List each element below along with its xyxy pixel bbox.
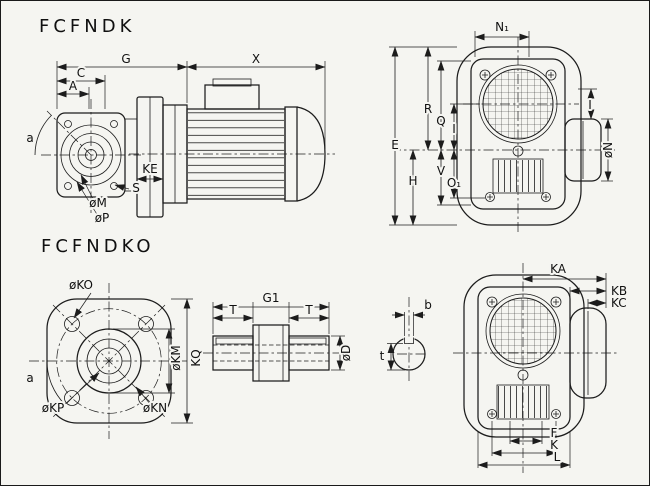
dim-label-k: K	[550, 438, 559, 452]
dim-label-i-right: I	[588, 98, 592, 112]
dim-label-d: øD	[339, 345, 353, 362]
dim-label-kp: øKP	[42, 401, 64, 415]
dim-label-m: øM	[89, 196, 107, 210]
dim-label-g1: G1	[263, 291, 280, 305]
fcfndk-side-view: G X C A a KE S øM øP	[24, 50, 335, 227]
fan-guard-2	[489, 297, 557, 365]
dim-label-n1: N₁	[495, 20, 509, 34]
dim-label-ka: KA	[550, 262, 567, 276]
dim-label-t-right: T	[304, 303, 313, 317]
output-boss	[564, 118, 602, 182]
fcfndko-key-section-view: b t	[378, 296, 434, 383]
cooling-ribs-2	[496, 384, 550, 420]
dim-label-ko: øKO	[69, 278, 93, 292]
terminal-box	[204, 84, 260, 110]
dim-label-x: X	[252, 52, 260, 66]
fcfndko-shaft-view: G1 T T øD	[203, 289, 355, 382]
dim-label-q: Q	[436, 114, 445, 128]
dim-label-i-left: I	[452, 122, 456, 136]
cooling-ribs	[492, 158, 544, 194]
dim-label-km: øKM	[169, 345, 183, 371]
housing-outline-2	[463, 274, 585, 438]
dim-label-kc: KC	[611, 296, 627, 310]
dim-label-kn: øKN	[143, 401, 167, 415]
dim-label-kq: KQ	[189, 349, 203, 366]
dim-label-g: G	[121, 52, 130, 66]
dim-label-e: E	[391, 138, 399, 152]
dim-label-n: øN	[601, 142, 615, 158]
shaft-hub	[252, 324, 290, 382]
dim-label-h: H	[408, 174, 417, 188]
dim-label-v: V	[437, 164, 446, 178]
fcfndko-front-view: KA KB KC F K L	[453, 260, 629, 473]
dim-label-t-left: T	[228, 303, 237, 317]
dim-label-t: t	[380, 349, 385, 363]
dim-label-ke: KE	[142, 162, 157, 176]
dim-label-angle2: a	[26, 371, 33, 385]
dim-label-angle: a	[26, 131, 33, 145]
dim-label-s: S	[132, 181, 140, 195]
dim-label-a: A	[69, 79, 78, 93]
fcfndk-front-view: N₁ E R Q I V O₁ H I øN	[389, 18, 617, 233]
series-title-fcfndko: FCFNDKO	[41, 236, 155, 257]
motor-end-cap	[296, 106, 326, 202]
dim-label-c: C	[77, 66, 85, 80]
dim-label-o1: O₁	[447, 176, 461, 190]
dim-label-kb: KB	[611, 284, 627, 298]
fan-guard	[482, 68, 554, 140]
dim-label-b: b	[424, 298, 432, 312]
dim-label-l: L	[554, 450, 561, 464]
dim-label-f: F	[551, 426, 558, 440]
dim-label-r: R	[424, 102, 432, 116]
series-title-fcfndk: FCFNDK	[39, 16, 135, 37]
fcfndko-flange-view: øKO øKM KQ øKP øKN a	[24, 276, 205, 439]
dim-label-p: øP	[95, 211, 110, 225]
